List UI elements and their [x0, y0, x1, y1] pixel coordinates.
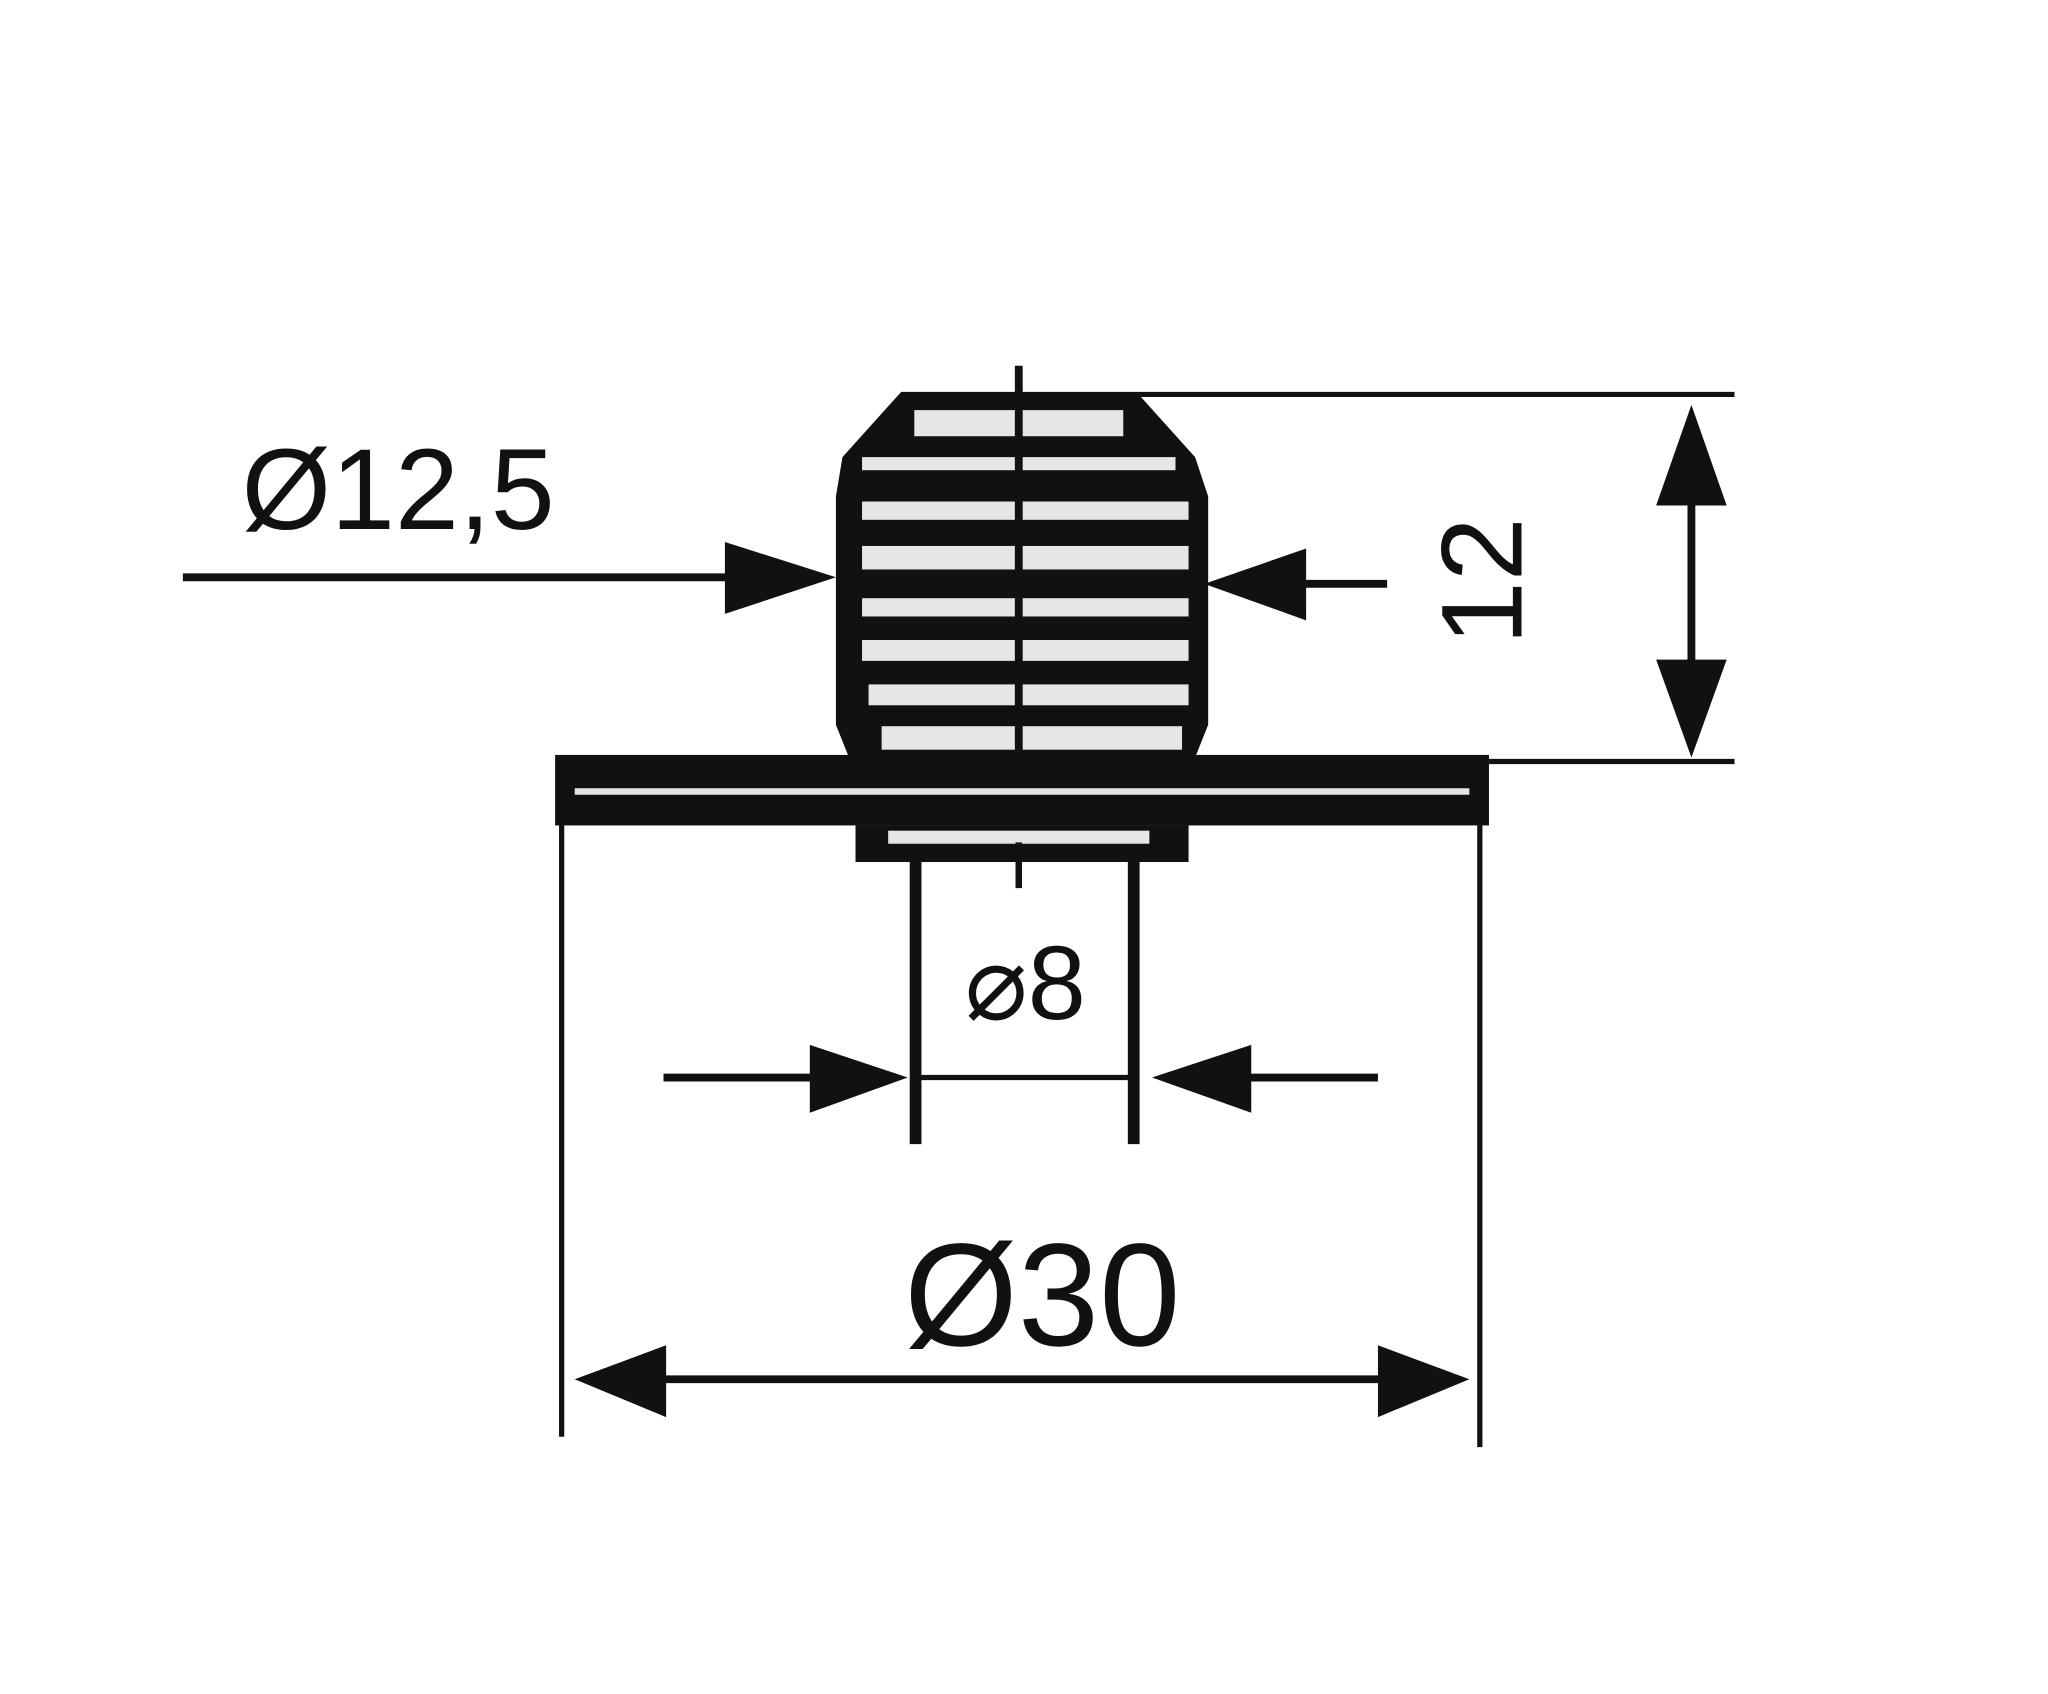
- arrow-left-icon: [1204, 548, 1307, 621]
- arrow-right-icon: [724, 542, 836, 614]
- pin-diameter-dimension: ⌀8: [663, 925, 1378, 1113]
- arrow-up-icon: [1656, 404, 1727, 506]
- threaded-part: [835, 365, 1209, 758]
- arrow-right-icon: [809, 1044, 908, 1113]
- arrow-right-icon: [1377, 1345, 1470, 1418]
- arrow-left-icon: [1151, 1044, 1252, 1113]
- thread-diameter-dimension: Ø12,5: [182, 426, 1388, 621]
- arrow-down-icon: [1656, 659, 1727, 758]
- thread-grooves: [862, 410, 1189, 750]
- arrow-left-icon: [574, 1345, 667, 1418]
- flange-diameter-dimension: Ø30: [574, 1213, 1470, 1418]
- pin-diameter-label: ⌀8: [965, 925, 1086, 1042]
- height-label: 12: [1419, 517, 1547, 645]
- thread-diameter-label: Ø12,5: [242, 426, 555, 554]
- height-dimension: 12: [1419, 404, 1727, 758]
- flange-diameter-label: Ø30: [904, 1213, 1180, 1376]
- extension-lines: [559, 391, 1735, 1448]
- flange: [555, 754, 1489, 889]
- pin: [909, 862, 1140, 1145]
